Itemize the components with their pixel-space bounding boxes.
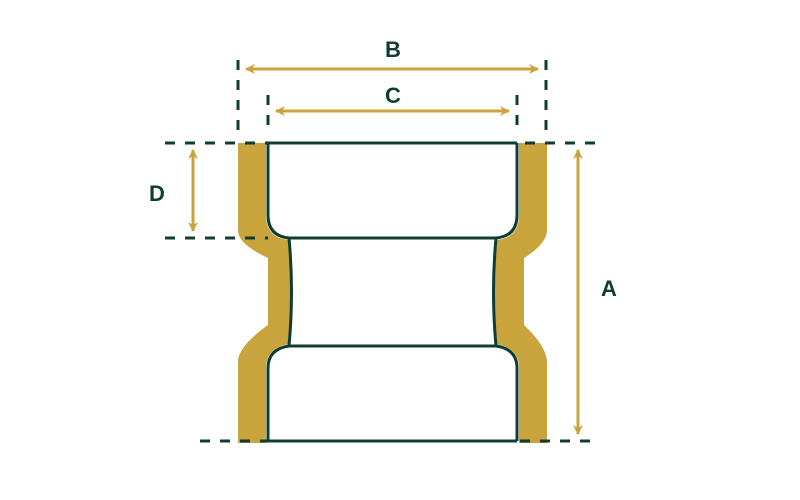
inner-outline [266,141,519,443]
label-a: A [601,276,617,301]
right-wall [494,143,547,443]
left-wall [238,143,291,443]
label-b: B [385,37,401,62]
dimension-arrows [188,64,583,435]
extension-lines [165,60,600,443]
label-c: C [385,83,401,108]
label-d: D [149,181,165,206]
